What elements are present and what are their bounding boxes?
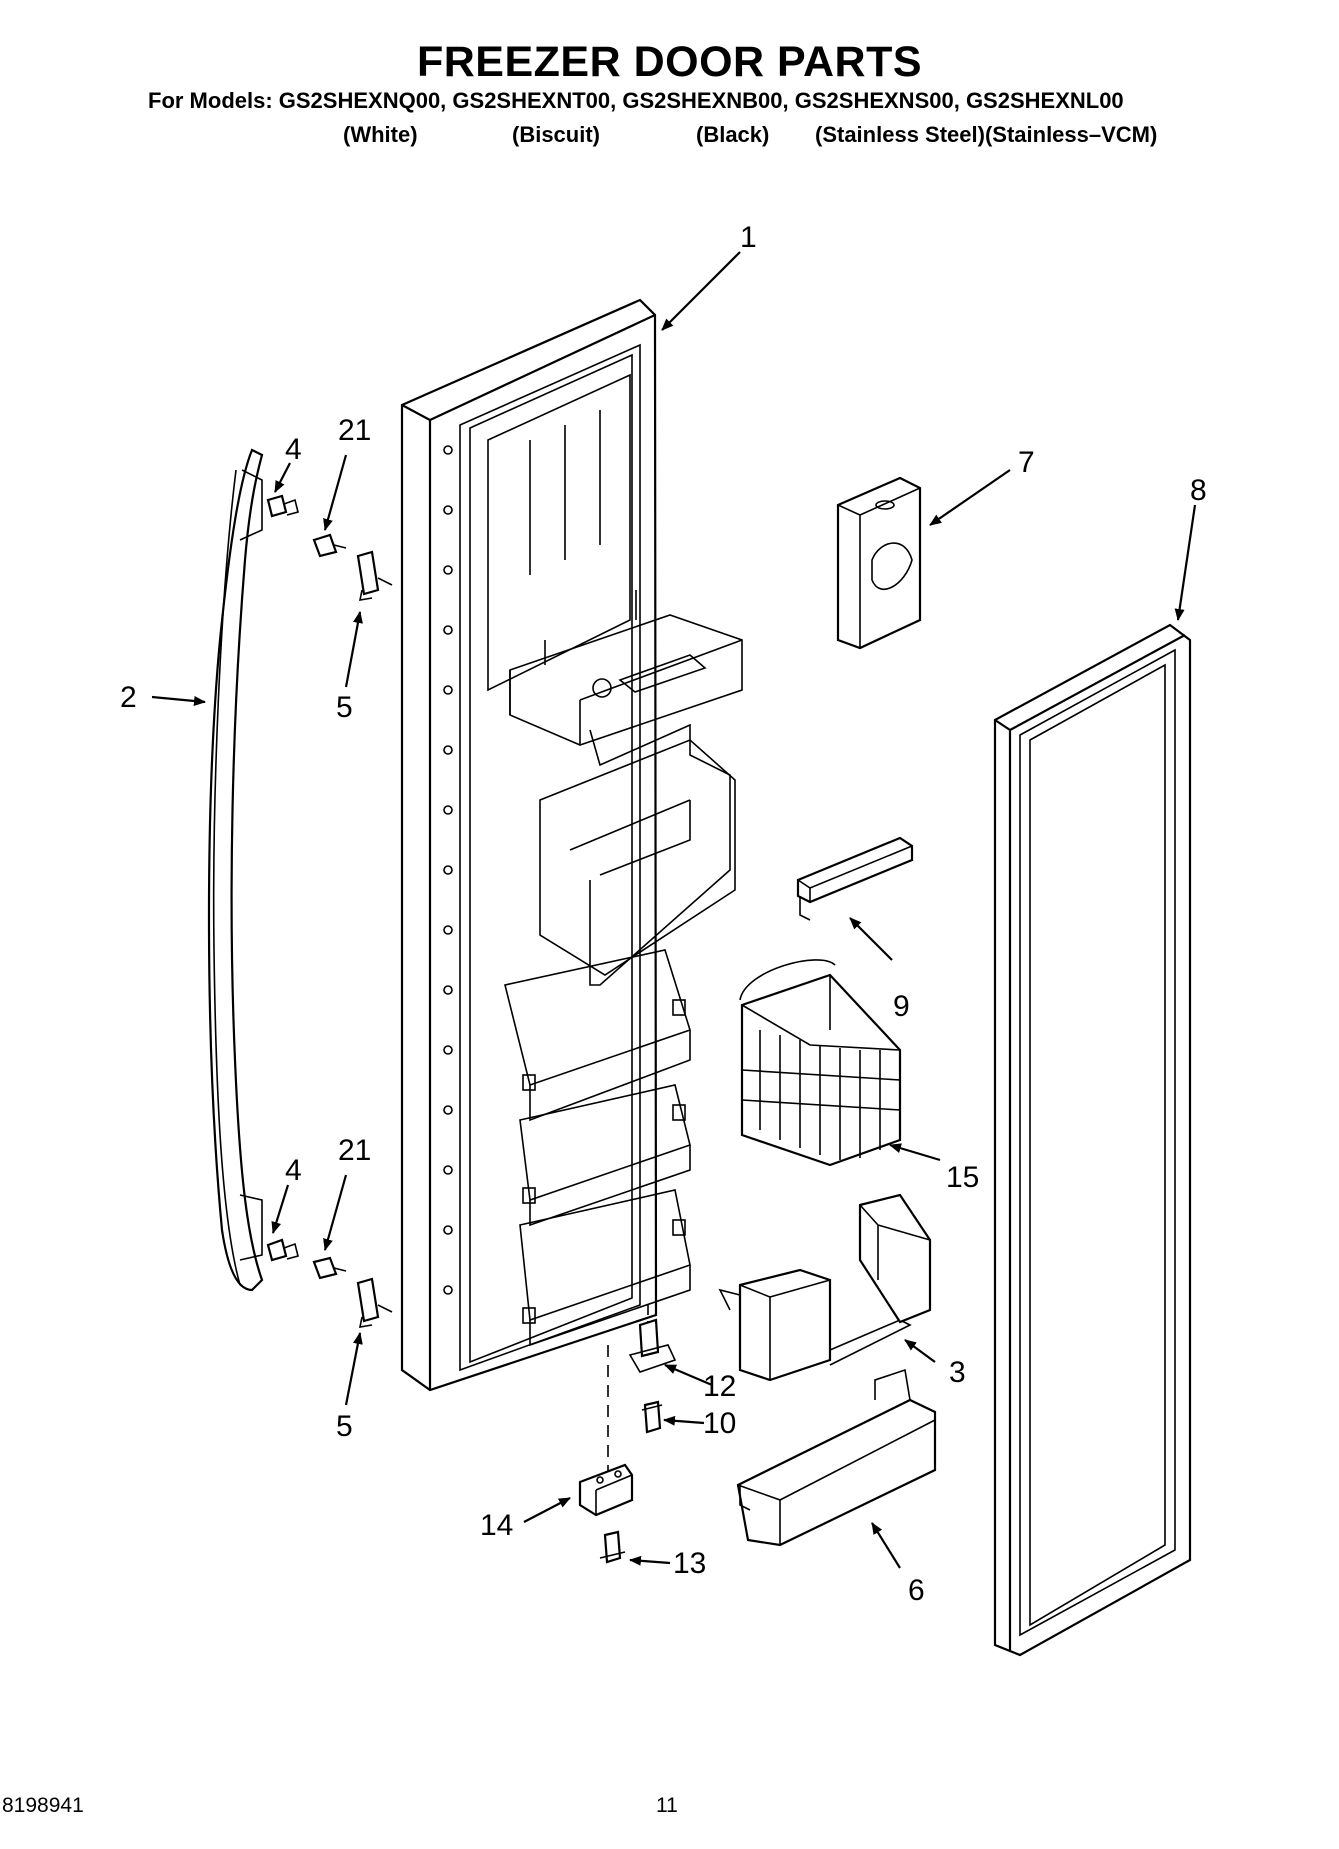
- hinge-bushing: [628, 1318, 677, 1373]
- color-white: (White): [343, 122, 418, 147]
- callout-14: 14: [480, 1509, 513, 1542]
- hinge-bracket: [578, 1463, 634, 1517]
- callout-7: 7: [1018, 446, 1035, 479]
- clip-top: [356, 550, 393, 601]
- callout-5-top: 5: [336, 691, 353, 724]
- door-gasket: [993, 623, 1192, 1657]
- screw-top: [266, 494, 299, 518]
- callout-1: 1: [740, 221, 757, 254]
- callout-12: 12: [703, 1370, 736, 1403]
- callout-13: 13: [673, 1547, 706, 1580]
- trim-strip: [796, 836, 914, 921]
- callout-21-bottom: 21: [338, 1134, 371, 1167]
- ice-bin-rack: [718, 1193, 932, 1382]
- callout-3: 3: [949, 1356, 966, 1389]
- callout-4-top: 4: [285, 433, 302, 466]
- insert-bottom: [312, 1256, 347, 1280]
- callout-10: 10: [703, 1407, 736, 1440]
- callout-21-top: 21: [338, 414, 371, 447]
- door-bin: [736, 1368, 937, 1547]
- freezer-door: [400, 298, 743, 1392]
- screw-13: [599, 1530, 626, 1564]
- color-black: (Black): [696, 122, 770, 147]
- door-screw-holes: [443, 445, 453, 1295]
- callout-4-bottom: 4: [285, 1154, 302, 1187]
- page-number: 11: [656, 1794, 678, 1817]
- dispenser-module: [836, 476, 922, 650]
- callout-6: 6: [908, 1574, 925, 1607]
- screw-10: [641, 1400, 663, 1434]
- callout-2: 2: [120, 681, 137, 714]
- callout-15: 15: [946, 1161, 979, 1194]
- models-line: For Models: GS2SHEXNQ00, GS2SHEXNT00, GS…: [148, 88, 1124, 113]
- callout-8: 8: [1190, 474, 1207, 507]
- callout-9: 9: [893, 990, 910, 1023]
- color-stainless: (Stainless Steel)(Stainless–VCM): [815, 122, 1158, 147]
- clip-bottom: [356, 1277, 393, 1328]
- color-biscuit: (Biscuit): [512, 122, 600, 147]
- door-handle: [207, 448, 264, 1292]
- ice-basket: [739, 959, 902, 1167]
- callout-leaders: [151, 251, 1197, 1569]
- insert-top: [312, 533, 347, 558]
- callout-5-bottom: 5: [336, 1410, 353, 1443]
- page-title: FREEZER DOOR PARTS: [416, 38, 923, 86]
- screw-bottom: [266, 1238, 299, 1262]
- doc-number: 8198941: [2, 1794, 84, 1817]
